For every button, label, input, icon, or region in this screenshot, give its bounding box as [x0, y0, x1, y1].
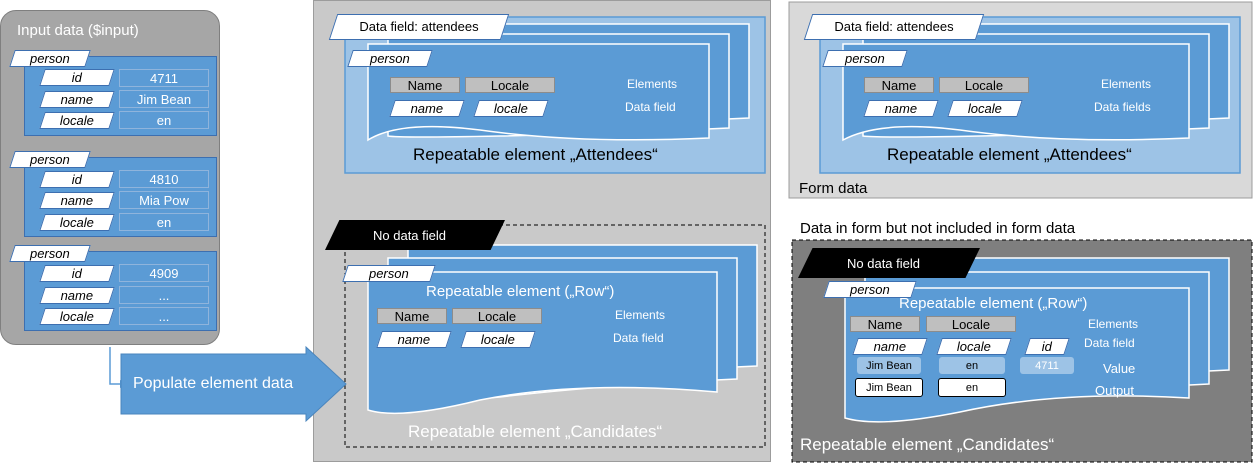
element-locale: Locale [926, 316, 1016, 332]
value-name: Jim Bean [857, 357, 921, 374]
populate-arrow-label: Populate element data [133, 375, 294, 392]
person-label: person [342, 265, 436, 282]
attendees-title: Repeatable element „Attendees“ [413, 145, 658, 164]
elements-label: Elements [1088, 317, 1139, 331]
data-field-name: name [863, 100, 939, 117]
row-title: Repeatable element („Row“) [899, 295, 1088, 312]
data-field-id: id [1024, 338, 1070, 355]
data-field-tag: Data field: attendees [803, 14, 985, 40]
data-field-locale: locale [936, 338, 1012, 355]
field-value: ... [119, 286, 209, 304]
no-data-field-tag [325, 220, 505, 250]
data-field-locale: locale [460, 331, 536, 348]
field-value: 4909 [119, 264, 209, 282]
data-field-locale: locale [473, 100, 549, 117]
element-name: Name [850, 316, 920, 332]
person-label: person [822, 50, 908, 67]
attendees-title: Repeatable element „Attendees“ [887, 145, 1132, 164]
data-field-label: Data field [613, 331, 664, 345]
data-field-name: name [852, 338, 928, 355]
data-fields-label: Data fields [1094, 100, 1151, 114]
no-data-field-text: No data field [373, 228, 446, 243]
data-field-name: name [389, 100, 465, 117]
elements-label: Elements [615, 308, 666, 322]
data-field-locale: locale [947, 100, 1023, 117]
candidates-container [344, 224, 766, 448]
data-field-label: Data field [625, 100, 676, 114]
field-value: 4810 [119, 170, 209, 188]
value-locale: en [939, 357, 1005, 374]
field-value: ... [119, 307, 209, 325]
elements-label: Elements [627, 77, 678, 91]
field-value: en [119, 213, 209, 231]
element-name: Name [864, 77, 934, 93]
input-data-title: Input data ($input) [17, 22, 139, 39]
output-name: Jim Bean [855, 378, 923, 397]
data-field-name: name [376, 331, 452, 348]
candidates-title: Repeatable element „Candidates“ [408, 422, 663, 441]
data-field-tag: Data field: attendees [328, 14, 510, 40]
populate-arrow [120, 345, 347, 423]
connector-line [109, 347, 120, 385]
output-label: Output [1095, 383, 1135, 398]
output-locale: en [938, 378, 1006, 397]
form-data-label: Form data [799, 180, 868, 197]
elements-label: Elements [1101, 77, 1152, 91]
no-data-field-tag [798, 248, 980, 278]
not-included-caption: Data in form but not included in form da… [800, 220, 1076, 237]
element-name: Name [390, 77, 460, 93]
field-value: Jim Bean [119, 90, 209, 108]
no-data-field-text: No data field [847, 256, 920, 271]
row-title: Repeatable element („Row“) [426, 283, 615, 300]
element-locale: Locale [939, 77, 1029, 93]
value-id: 4711 [1020, 357, 1074, 374]
person-label: person [347, 50, 433, 67]
value-label: Value [1103, 361, 1136, 376]
element-name: Name [377, 308, 447, 324]
field-value: en [119, 111, 209, 129]
field-value: Mia Pow [119, 191, 209, 209]
data-field-label: Data field [1084, 336, 1135, 350]
element-locale: Locale [452, 308, 542, 324]
candidates-title: Repeatable element „Candidates“ [800, 435, 1055, 454]
field-value: 4711 [119, 69, 209, 87]
doc-shape-front [367, 271, 718, 415]
element-locale: Locale [465, 77, 555, 93]
